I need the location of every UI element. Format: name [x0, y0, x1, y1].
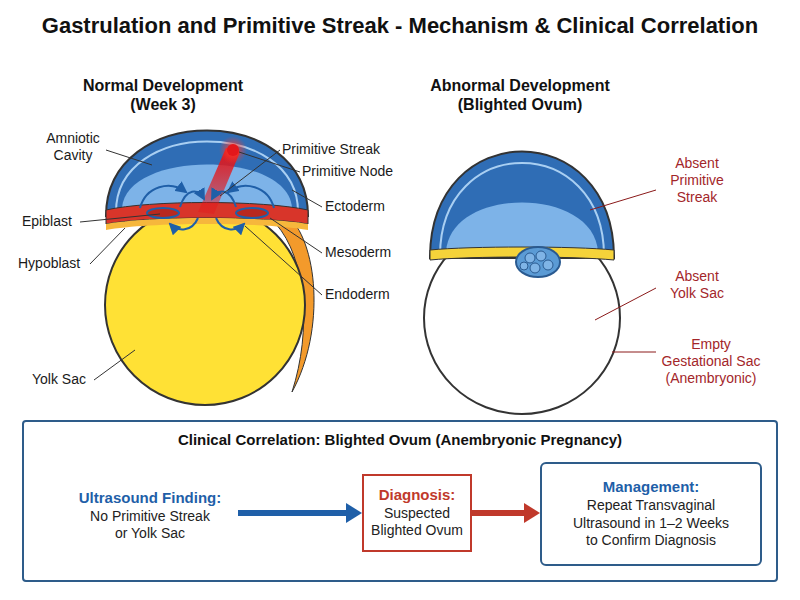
- amnion-dome: [430, 152, 614, 259]
- section-heading: Abnormal Development (Blighted Ovum): [420, 76, 620, 114]
- arrow-head: [346, 503, 362, 523]
- primitive-node: [227, 144, 239, 156]
- correlation-panel: Clinical Correlation: Blighted Ovum (Ane…: [22, 420, 778, 582]
- cell: [520, 262, 528, 270]
- arrow-head: [524, 503, 540, 523]
- node-heading: Clinical Correlation: Blighted Ovum (Ane…: [178, 431, 622, 450]
- node-text: Repeat Transvaginal Ultrasound in 1–2 We…: [567, 497, 735, 550]
- node-heading: Ultrasound Finding:: [79, 489, 221, 508]
- leader-line: [612, 352, 656, 353]
- gestational-sac: [424, 222, 620, 414]
- leader-line: [220, 150, 280, 196]
- hypoblast-layer: [106, 218, 308, 230]
- diagram-title: Gastrulation and Primitive Streak - Mech…: [5, 12, 795, 40]
- amnion-dome: [106, 131, 308, 217]
- anatomy-label: Primitive Node: [302, 163, 393, 180]
- flow-arrow: [472, 503, 540, 523]
- amnion-inner: [446, 203, 598, 253]
- leader-line: [245, 226, 322, 295]
- node-text: Suspected Blighted Ovum: [368, 505, 466, 540]
- finding-box: Ultrasound Finding:No Primitive Streak o…: [62, 468, 238, 564]
- node-glow: [219, 136, 247, 164]
- leader-line: [94, 350, 135, 380]
- arrow-shaft: [238, 510, 346, 516]
- section-heading: Normal Development (Week 3): [68, 76, 258, 114]
- anatomy-label: Mesoderm: [325, 244, 391, 261]
- arrow-shaft: [472, 510, 524, 516]
- anatomy-label: Amniotic Cavity: [38, 130, 108, 164]
- migration-arrow: [180, 192, 204, 207]
- node-heading: Management:: [603, 478, 700, 497]
- migrating-cells: [147, 208, 179, 218]
- flow-arrow: [238, 503, 362, 523]
- abnormal-label: Absent Primitive Streak: [664, 155, 730, 205]
- migration-arrow: [140, 186, 186, 208]
- amnion-highlight: [440, 163, 604, 256]
- abnormal-label: Absent Yolk Sac: [664, 268, 730, 302]
- cell: [536, 251, 546, 261]
- cell: [525, 253, 535, 263]
- anatomy-label: Hypoblast: [18, 255, 80, 272]
- migration-arrow: [216, 218, 244, 229]
- anatomy-label: Epiblast: [22, 213, 72, 230]
- migrating-cells: [236, 208, 268, 218]
- leader-line: [270, 218, 322, 253]
- cell: [543, 260, 553, 270]
- migration-arrow: [212, 192, 236, 207]
- leader-lines: [590, 190, 656, 352]
- diagnosis-box: Diagnosis:Suspected Blighted Ovum: [362, 474, 472, 552]
- leader-line: [80, 214, 160, 222]
- anatomy-label: Yolk Sac: [32, 371, 86, 388]
- cell: [530, 263, 540, 273]
- anatomy-label: Endoderm: [325, 286, 390, 303]
- abnormal-label: Empty Gestational Sac (Anembryonic): [658, 336, 764, 386]
- leader-line: [292, 190, 322, 207]
- anatomy-label: Ectoderm: [325, 198, 385, 215]
- anatomy-label: Primitive Streak: [282, 141, 380, 158]
- leader-line: [590, 190, 656, 210]
- leader-line: [106, 150, 152, 165]
- migration-arrow: [170, 218, 198, 229]
- yolk-sac: [105, 205, 305, 405]
- leader-lines: [80, 150, 322, 380]
- node-text: No Primitive Streak or Yolk Sac: [85, 508, 215, 543]
- node-heading: Diagnosis:: [379, 486, 456, 505]
- cell-cluster: [516, 247, 560, 277]
- leader-line: [595, 288, 656, 320]
- migration-arrow: [228, 186, 274, 208]
- leader-line: [90, 228, 125, 264]
- management-box: Management:Repeat Transvaginal Ultrasoun…: [540, 462, 762, 566]
